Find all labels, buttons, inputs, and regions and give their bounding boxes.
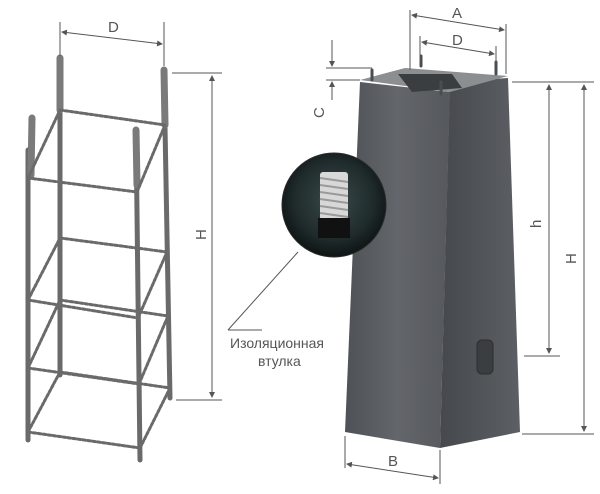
pillar-dim-h-label: h xyxy=(528,220,545,228)
cage-dimension-D xyxy=(59,22,165,66)
insulation-sleeve-inset xyxy=(281,152,387,258)
threaded-stud-icon xyxy=(318,172,350,238)
callout-label-line1: Изоляционная xyxy=(230,335,324,351)
pillar-dim-B-label: B xyxy=(388,453,398,470)
pillar-dim-C-label: C xyxy=(311,107,328,118)
tie-ring-4 xyxy=(26,370,172,450)
callout-label-line2: втулка xyxy=(258,353,301,369)
pillar-dimension-B xyxy=(344,436,441,484)
callout-leader-line xyxy=(227,251,299,331)
pillar-top-hole xyxy=(398,74,462,92)
pillar-dimension-C xyxy=(326,40,372,100)
rebar-cage xyxy=(25,54,173,463)
pillar-dimension-D xyxy=(419,36,497,62)
pillar-side-opening xyxy=(476,339,494,375)
pillar-front-face xyxy=(345,82,450,448)
pillar-dim-D-label: D xyxy=(452,32,463,49)
cage-dim-D-label: D xyxy=(108,19,119,36)
pillar-side-face xyxy=(440,78,520,448)
cage-dim-H-label: H xyxy=(193,229,210,240)
cage-dimension-H xyxy=(172,72,222,401)
tie-ring-2 xyxy=(26,236,169,320)
pillar-dim-A-label: A xyxy=(452,5,462,22)
pillar-dim-H-label: H xyxy=(563,253,580,264)
concrete-pillar xyxy=(345,54,520,448)
tie-ring-1 xyxy=(26,108,167,194)
pillar-dimension-A xyxy=(409,10,507,74)
rebar-top-right-front xyxy=(132,126,141,189)
pillar-dimension-h xyxy=(512,81,560,357)
rebar-top-left-front xyxy=(27,114,36,179)
pillar-dimension-H xyxy=(516,81,594,435)
rebar-top-right-back xyxy=(160,66,169,129)
anchor-bolts xyxy=(370,54,498,96)
